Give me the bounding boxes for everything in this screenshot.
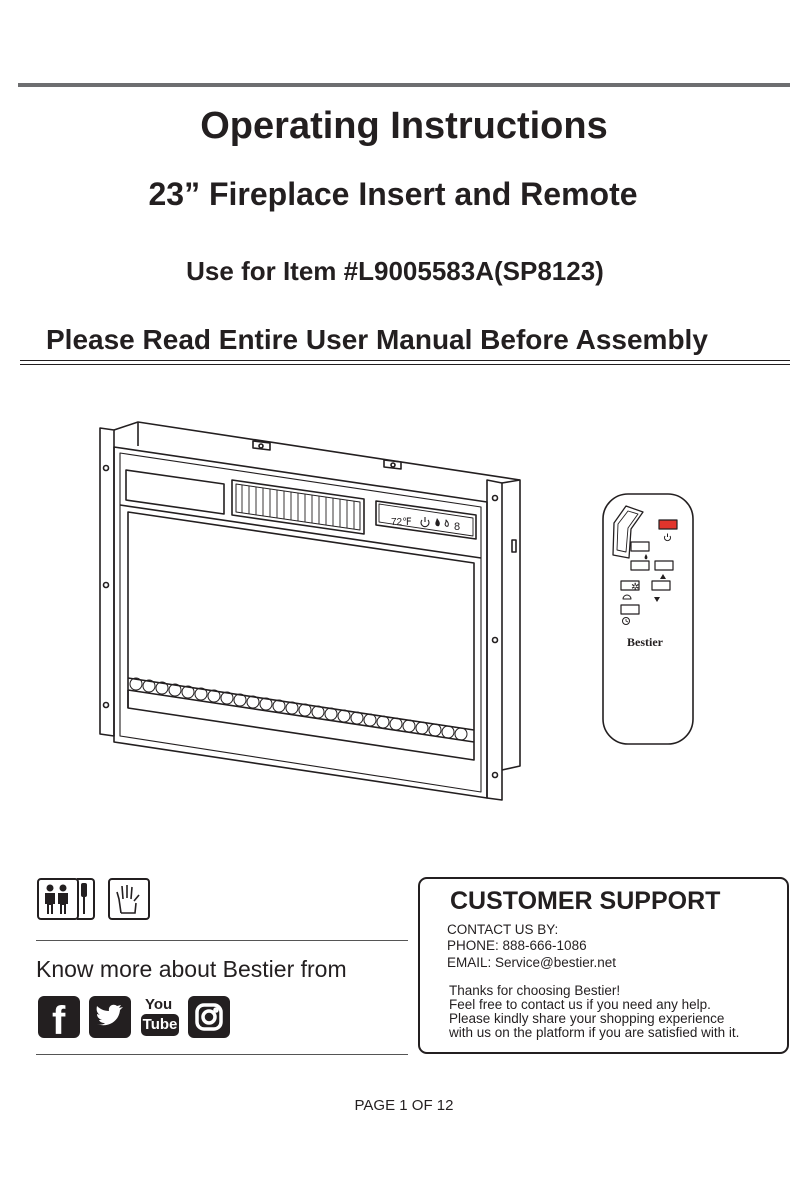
facebook-icon[interactable]: f — [38, 996, 80, 1043]
youtube-tube: Tube — [141, 1014, 179, 1036]
support-message-line: Feel free to contact us if you need any … — [449, 997, 711, 1012]
support-phone[interactable]: PHONE: 888-666-1086 — [447, 938, 587, 953]
fireplace-insert-drawing — [99, 421, 521, 801]
remote-control-drawing: ✲ — [602, 493, 694, 745]
contact-label: CONTACT US BY: — [447, 922, 559, 937]
display-heat-icon — [444, 519, 449, 527]
display-digit: 8 — [454, 521, 460, 533]
svg-text:✲: ✲ — [631, 582, 639, 593]
product-illustration: 72℉ 8 ✲ Bestier — [99, 421, 694, 801]
two-people-icon — [37, 878, 79, 920]
page-number: PAGE 1 OF 12 — [354, 1097, 454, 1114]
item-number: Use for Item #L9005583A(SP8123) — [186, 256, 604, 286]
divider — [36, 1054, 408, 1055]
instagram-icon[interactable] — [188, 996, 230, 1038]
display-flame-icon — [435, 518, 440, 527]
divider — [20, 360, 790, 361]
divider — [20, 364, 790, 365]
read-manual-notice: Please Read Entire User Manual Before As… — [46, 324, 708, 355]
divider — [36, 940, 408, 941]
screwdriver-icon — [77, 878, 95, 920]
support-title: CUSTOMER SUPPORT — [450, 887, 721, 915]
youtube-you: You — [145, 996, 173, 1013]
gloves-icon — [108, 878, 150, 920]
support-message-line: Please kindly share your shopping experi… — [449, 1011, 725, 1026]
support-message-line: Thanks for choosing Bestier! — [449, 983, 621, 998]
display-readout: 72℉ — [391, 517, 412, 528]
youtube-icon[interactable]: You Tube — [141, 996, 179, 1038]
page-title: Operating Instructions — [200, 105, 608, 147]
customer-support-box: CUSTOMER SUPPORT CONTACT US BY: PHONE: 8… — [418, 877, 789, 1054]
social-heading: Know more about Bestier from — [36, 956, 347, 982]
support-email[interactable]: EMAIL: Service@bestier.net — [447, 955, 617, 970]
top-bar — [18, 83, 790, 87]
display-power-icon — [420, 517, 430, 528]
support-message-line: with us on the platform if you are satis… — [449, 1025, 740, 1040]
twitter-icon[interactable] — [89, 996, 131, 1038]
remote-brand-logo: Bestier — [627, 635, 664, 649]
support-message: Thanks for choosing Bestier! Feel free t… — [449, 984, 739, 1040]
facebook-glyph: f — [52, 999, 66, 1043]
product-subtitle: 23” Fireplace Insert and Remote — [148, 176, 638, 212]
